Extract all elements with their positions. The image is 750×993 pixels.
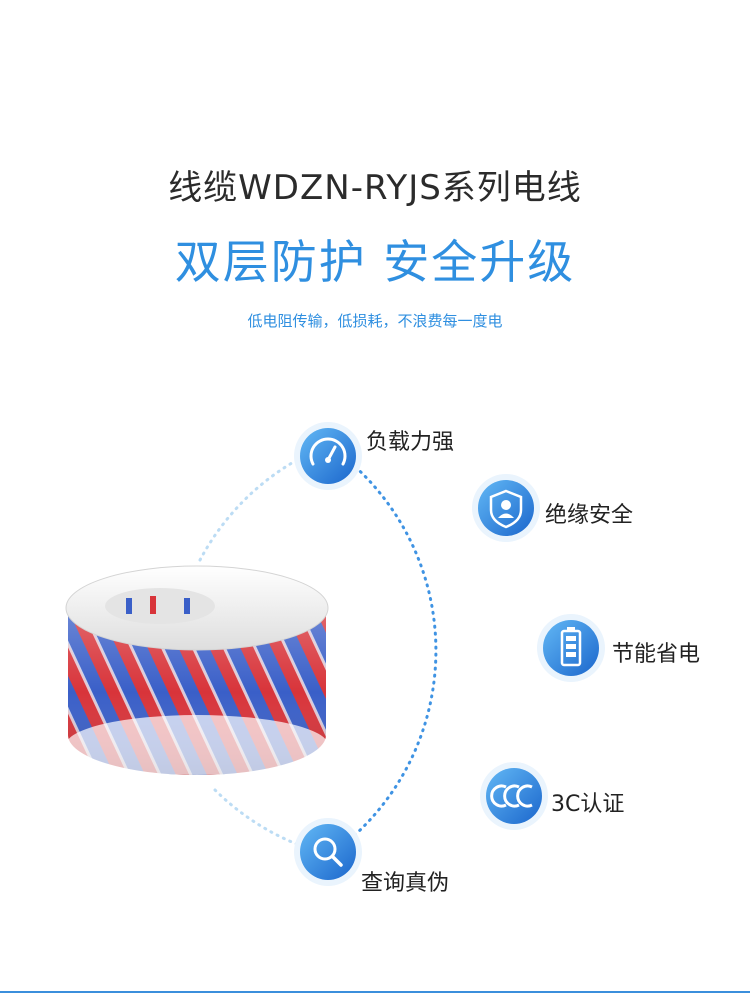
feature-label-insulation: 绝缘安全	[545, 503, 634, 528]
search-icon[interactable]	[294, 818, 362, 886]
feature-label-verify: 查询真伪	[361, 871, 450, 896]
product-title: 线缆WDZN-RYJS系列电线	[168, 168, 582, 208]
ring-arc	[326, 443, 438, 857]
bottom-divider	[0, 991, 750, 993]
feature-label-load: 负载力强	[366, 430, 455, 455]
speedometer-icon[interactable]	[294, 422, 362, 490]
battery-icon[interactable]	[537, 614, 605, 682]
product-description: 低电阻传输，低损耗，不浪费每一度电	[247, 312, 503, 330]
ccc-certification-icon[interactable]	[480, 762, 548, 830]
feature-label-energy: 节能省电	[612, 642, 701, 667]
shield-user-icon[interactable]	[472, 474, 540, 542]
product-slogan: 双层防护 安全升级	[174, 235, 576, 289]
feature-label-3c: 3C认证	[551, 792, 625, 817]
wire-coil-icon	[65, 565, 329, 775]
